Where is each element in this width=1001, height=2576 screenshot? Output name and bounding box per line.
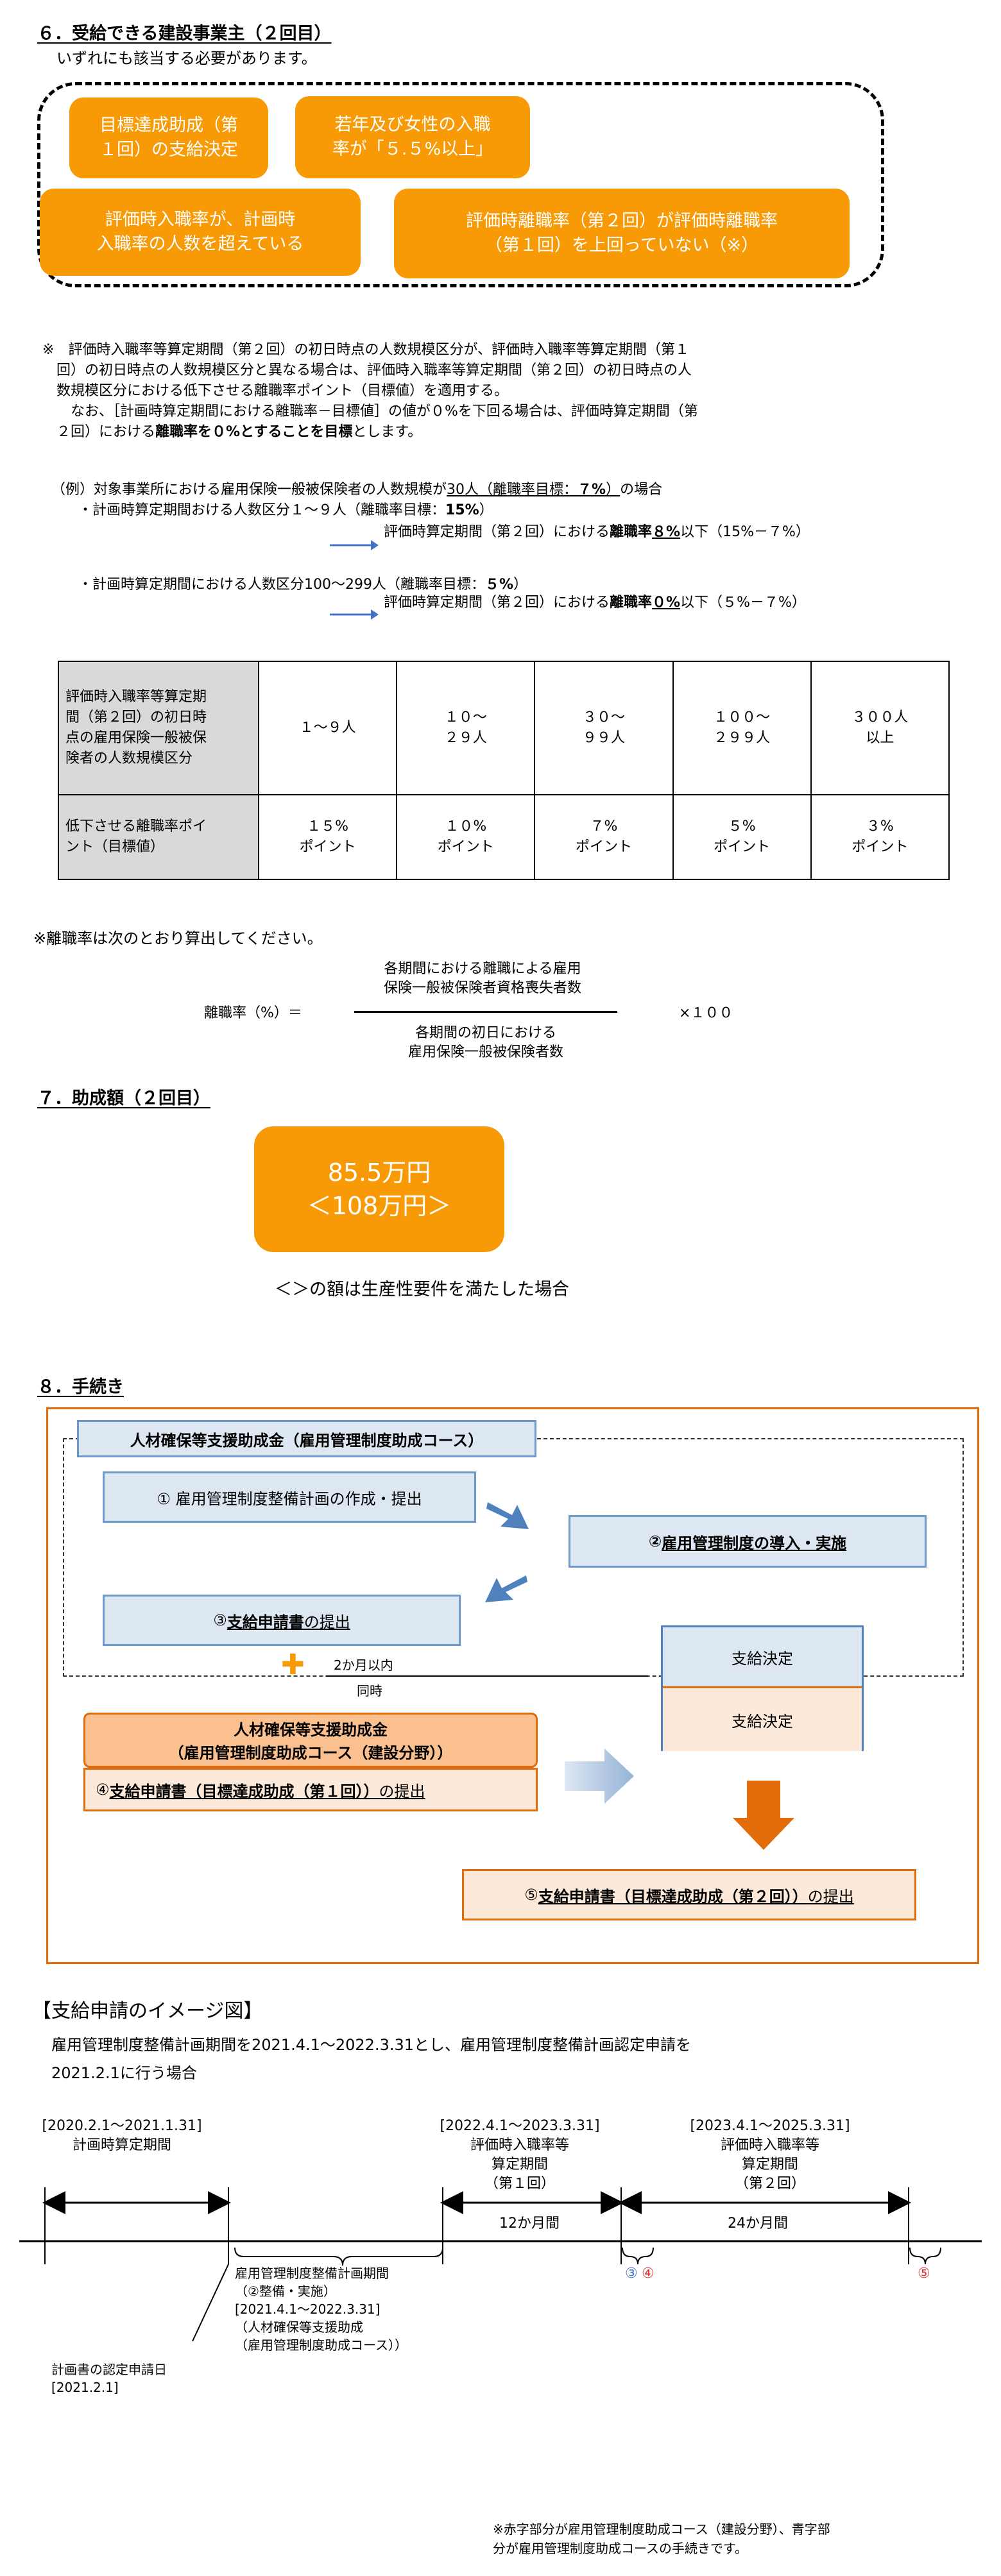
table-cell: ３０～ ９９人 bbox=[534, 661, 674, 795]
construction-course-label: 人材確保等支援助成金（雇用管理制度助成コース（建設分野）） bbox=[83, 1713, 538, 1768]
general-course-label: 人材確保等支援助成金（雇用管理制度助成コース） bbox=[77, 1420, 536, 1457]
example-block: （例）対象事業所における雇用保険一般被保険者の人数規模が30人（離職率目標：７%… bbox=[51, 482, 663, 518]
table-row: 低下させる離職率ポイ ント（目標値） １５% ポイント １０% ポイント ７% … bbox=[58, 794, 950, 880]
footnote: ※赤字部分が雇用管理制度助成コース（建設分野）、青字部分が雇用管理制度助成コース… bbox=[493, 2521, 830, 2556]
step3-marker: ③ bbox=[625, 2266, 638, 2282]
table-row-header: 評価時入職率等算定期 間（第２回）の初日時 点の雇用保険一般被保 険者の人数規模… bbox=[58, 661, 259, 795]
simultaneous-label: 同時 bbox=[357, 1683, 382, 1699]
table-row: 評価時入職率等算定期 間（第２回）の初日時 点の雇用保険一般被保 険者の人数規模… bbox=[58, 661, 950, 795]
condition-separation-rate: 評価時離職率（第２回）が評価時離職率 （第１回）を上回っていない（※） bbox=[394, 189, 850, 278]
plus-icon: ✚ bbox=[281, 1648, 305, 1681]
twenty-four-months-label: 24か月間 bbox=[728, 2216, 788, 2232]
formula-note: ※離職率は次のとおり算出してください。 bbox=[33, 929, 323, 947]
decision-construction: 支給決定 bbox=[663, 1686, 862, 1751]
step5-second-target-application: ⑤ 支給申請書（目標達成助成（第２回））の提出 bbox=[462, 1869, 916, 1920]
example1-arrow-icon bbox=[330, 540, 379, 550]
example2-result: 評価時算定期間（第２回）における離職率０%以下（５%－７%） bbox=[384, 595, 806, 611]
formula-numerator: 各期間における離職による雇用 保険一般被保険者資格喪失者数 bbox=[383, 961, 581, 996]
table-cell: ３００人 以上 bbox=[810, 661, 950, 795]
within-two-months: 2か月以内 bbox=[334, 1657, 393, 1673]
step1-plan-submission: ① 雇用管理制度整備計画の作成・提出 bbox=[103, 1471, 476, 1523]
arrow-right-icon bbox=[565, 1749, 634, 1804]
table-cell: ７% ポイント bbox=[534, 794, 674, 880]
step5-marker: ⑤ bbox=[918, 2266, 930, 2282]
period-plan-label: [2020.2.1～2021.1.31] 計画時算定期間 bbox=[42, 2118, 202, 2153]
timeline-diagram bbox=[19, 2187, 982, 2342]
arrow-down-left-icon bbox=[485, 1575, 527, 1602]
note-target-rule: ※ 評価時入職率等算定期間（第２回）の初日時点の人数規模区分が、評価時入職率等算… bbox=[42, 342, 698, 440]
step2-implementation: ② 雇用管理制度の導入・実施 bbox=[569, 1515, 927, 1568]
table-cell: ３% ポイント bbox=[810, 794, 950, 880]
twelve-months-label: 12か月間 bbox=[499, 2216, 560, 2232]
formula-fraction-line bbox=[354, 1011, 617, 1013]
table-cell: １０% ポイント bbox=[396, 794, 536, 880]
section6-heading: ６．受給できる建設事業主（２回目） bbox=[37, 24, 332, 44]
decision-general: 支給決定 bbox=[663, 1627, 862, 1686]
step3-application: ③ 支給申請書の提出 bbox=[103, 1595, 461, 1646]
table-cell: ５% ポイント bbox=[672, 794, 812, 880]
step4-marker: ④ bbox=[642, 2266, 654, 2282]
formula-denominator: 各期間の初日における 雇用保険一般被保険者数 bbox=[407, 1025, 563, 1060]
condition-young-female-rate: 若年及び女性の入職 率が「５.５%以上」 bbox=[295, 96, 530, 178]
conditions-dashed-frame bbox=[37, 82, 884, 287]
condition-first-decision: 目標達成助成（第 １回）の支給決定 bbox=[69, 97, 268, 178]
arrow-down-right-icon bbox=[486, 1502, 529, 1529]
grant-amount: 85.5万円 bbox=[327, 1158, 431, 1187]
example1-result: 評価時算定期間（第２回）における離職率８%以下（15%－７%） bbox=[384, 524, 810, 540]
separation-rate-table: 評価時入職率等算定期 間（第２回）の初日時 点の雇用保険一般被保 険者の人数規模… bbox=[58, 661, 950, 880]
grant-amount-productivity: ＜108万円＞ bbox=[307, 1192, 452, 1220]
period-eval1-label: [2022.4.1～2023.3.31] 評価時入職率等 算定期間 （第１回） bbox=[440, 2118, 600, 2192]
image-diagram-title: 【支給申請のイメージ図】 bbox=[32, 2000, 263, 2022]
plan-period-description: 雇用管理制度整備計画期間 （②整備・実施） [2021.4.1～2022.3.3… bbox=[235, 2266, 407, 2353]
certification-date-label: 計画書の認定申請日 [2021.2.1] bbox=[51, 2362, 167, 2395]
example2-line: ・計画時算定期間における人数区分100～299人（離職率目標：５%） bbox=[78, 577, 528, 593]
table-cell: １～９人 bbox=[257, 661, 398, 795]
table-cell: １０～ ２９人 bbox=[396, 661, 536, 795]
section7-heading: ７．助成額（２回目） bbox=[37, 1089, 210, 1108]
formula-multiplier: ×１００ bbox=[679, 1005, 733, 1021]
table-row-header: 低下させる離職率ポイ ント（目標値） bbox=[58, 794, 259, 880]
grant-amount-box: 85.5万円 ＜108万円＞ bbox=[254, 1126, 504, 1252]
connector-line bbox=[326, 1675, 648, 1677]
table-cell: １００～ ２９９人 bbox=[672, 661, 812, 795]
step4-first-target-application: ④ 支給申請書（目標達成助成（第１回））の提出 bbox=[83, 1768, 538, 1811]
example2-arrow-icon bbox=[330, 609, 379, 620]
procedure-frame bbox=[46, 1407, 979, 1964]
section6-intro: いずれにも該当する必要があります。 bbox=[56, 49, 317, 67]
period-eval2-label: [2023.4.1～2025.3.31] 評価時入職率等 算定期間 （第２回） bbox=[690, 2118, 850, 2192]
section8-heading: ８．手続き bbox=[37, 1377, 124, 1397]
arrow-down-icon bbox=[733, 1781, 794, 1850]
image-diagram-subtitle: 雇用管理制度整備計画期間を2021.4.1～2022.3.31とし、雇用管理制度… bbox=[51, 2036, 692, 2082]
formula-label: 離職率（%）＝ bbox=[204, 1005, 302, 1021]
grant-amount-note: ＜＞の額は生産性要件を満たした場合 bbox=[275, 1280, 569, 1300]
table-cell: １５% ポイント bbox=[257, 794, 398, 880]
condition-entry-rate: 評価時入職率が、計画時 入職率の人数を超えている bbox=[40, 189, 361, 276]
